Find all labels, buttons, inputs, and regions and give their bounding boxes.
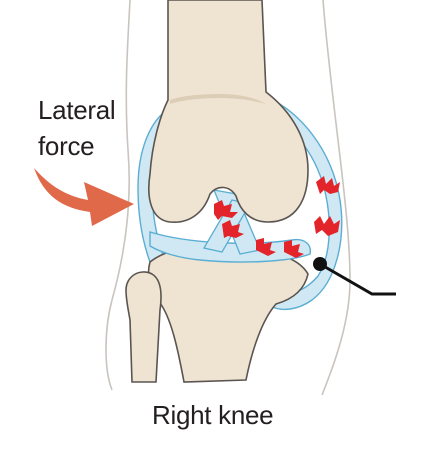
lateral-force-label: Lateral force (38, 92, 116, 164)
pointer-leader (319, 262, 396, 296)
leg-outline-right (321, 0, 351, 396)
tear-marks (214, 176, 340, 258)
tear-mark-meniscus-right (284, 240, 304, 258)
tear-mark-center-upper (214, 200, 238, 220)
femur-bone (148, 0, 309, 223)
lateral-force-arrow (34, 168, 134, 226)
caption: Right knee (152, 400, 274, 430)
leg-outline-left (105, 0, 131, 391)
tear-mark-center-lower (222, 220, 244, 238)
lateral-force-label-line1: Lateral (38, 95, 116, 125)
pointer-line (313, 257, 396, 296)
fibula-bone (125, 271, 162, 383)
tear-mark-meniscus-left (256, 238, 276, 256)
femur-shadow (170, 94, 266, 104)
tibia-bone (147, 244, 309, 383)
tear-mark-lower-right (314, 216, 340, 236)
lateral-force-label-line2: force (38, 131, 95, 161)
tear-mark-upper-right (316, 176, 340, 194)
